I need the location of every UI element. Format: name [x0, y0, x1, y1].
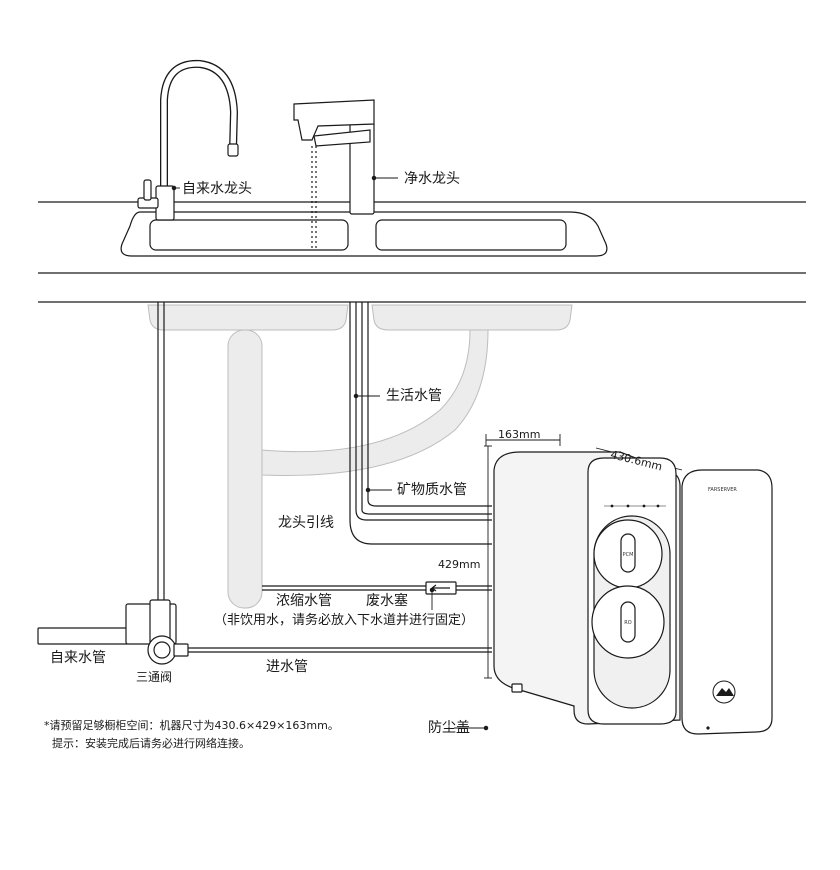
label-dust-cover: 防尘盖 — [428, 720, 470, 736]
label-concentrate-pipe: 浓缩水管 — [276, 593, 332, 609]
label-tap-water-faucet: 自来水龙头 — [182, 181, 252, 197]
purifier-unit — [493, 451, 681, 725]
dimension-height: 429mm — [438, 558, 481, 571]
dust-cover — [681, 469, 773, 735]
pipes — [157, 302, 492, 653]
dial-top-label: PCM — [623, 552, 634, 558]
tee-valve — [37, 599, 189, 665]
dial-bottom-label: RO — [624, 620, 631, 626]
label-waste-plug: 废水塞 — [366, 593, 408, 609]
label-tap-water-pipe: 自来水管 — [50, 650, 106, 666]
label-inlet-pipe: 进水管 — [266, 659, 308, 675]
sink-basins — [147, 304, 573, 609]
label-tee-valve: 三通阀 — [136, 670, 173, 684]
label-mineral-pipe: 矿物质水管 — [397, 482, 467, 498]
tap-water-faucet — [137, 59, 239, 221]
note-network: 提示：安装完成后请务必进行网络连接。 — [52, 737, 250, 750]
label-faucet-lead: 龙头引线 — [278, 515, 334, 531]
label-purified-faucet: 净水龙头 — [404, 171, 460, 187]
cover-brand: FARSERVER — [708, 487, 737, 493]
note-cabinet-space: *请预留足够橱柜空间：机器尺寸为430.6×429×163mm。 — [44, 719, 339, 732]
label-domestic-pipe: 生活水管 — [386, 388, 442, 404]
leader-lines — [171, 175, 489, 731]
waste-plug — [425, 581, 457, 595]
sink-top — [120, 211, 608, 257]
purified-faucet — [293, 99, 375, 250]
dimension-depth: 163mm — [498, 428, 541, 441]
label-non-drinking-note: （非饮用水，请务必放入下水道并进行固定） — [214, 613, 475, 628]
